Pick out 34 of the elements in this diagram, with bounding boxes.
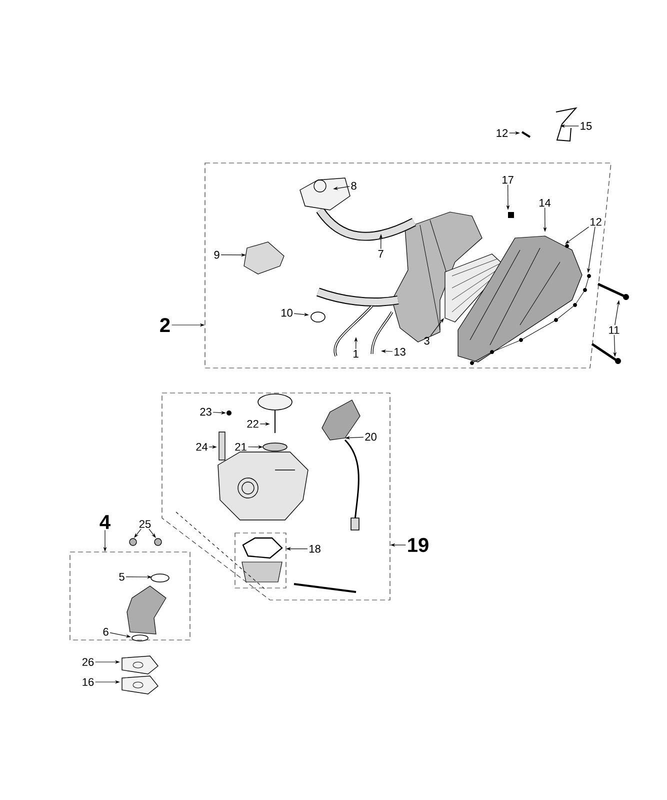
callout-number: 16 <box>82 678 94 686</box>
callout-number: 6 <box>103 628 108 636</box>
group-number: 19 <box>408 538 428 552</box>
callout-number: 13 <box>394 348 406 356</box>
callout-number: 24 <box>196 442 208 451</box>
callout-number: 20 <box>365 432 376 441</box>
leader-line <box>430 318 444 336</box>
callout-number: 8 <box>351 182 356 190</box>
leader-line <box>134 528 142 538</box>
group-number: 4 <box>100 515 110 529</box>
callout-number: 25 <box>139 520 151 528</box>
callout-number: 17 <box>502 176 514 184</box>
leader-line <box>148 528 156 538</box>
callout-number: 12 <box>496 129 508 137</box>
callout-number: 23 <box>200 408 212 416</box>
callout-number: 15 <box>580 122 592 130</box>
callout-number: 21 <box>235 442 246 451</box>
callout-number: 1 <box>354 350 358 358</box>
callout-number: 12 <box>590 218 602 226</box>
callout-number: 5 <box>119 572 124 581</box>
callout-number: 9 <box>214 250 220 259</box>
callout-number: 18 <box>310 544 320 553</box>
leader-line <box>565 226 590 244</box>
dashed-group-outline <box>162 392 390 600</box>
callout-number: 26 <box>82 658 94 666</box>
group-number: 2 <box>160 318 170 332</box>
dashed-group-outline <box>234 532 286 588</box>
callout-number: 3 <box>424 336 430 345</box>
callout-number: 22 <box>247 420 258 428</box>
callout-number: 10 <box>282 308 292 317</box>
dashed-group-outline <box>70 552 190 640</box>
callout-number: 11 <box>609 326 620 334</box>
callout-number: 14 <box>540 199 551 207</box>
callout-number: 7 <box>378 250 384 258</box>
